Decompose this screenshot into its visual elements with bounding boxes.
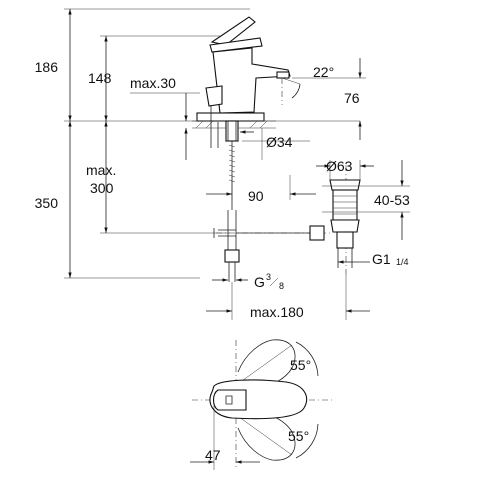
dim-g-num: 3 bbox=[266, 272, 271, 282]
dim-g1-fraction: 1/4 bbox=[396, 257, 409, 267]
dim-148-label: 148 bbox=[88, 70, 112, 86]
dim-4053-label: 40-53 bbox=[374, 192, 410, 208]
dim-d34-label: Ø34 bbox=[266, 134, 293, 150]
faucet-top-view bbox=[192, 339, 332, 470]
dim-max180-label: max.180 bbox=[250, 304, 304, 320]
dim-55b-label: 55° bbox=[288, 428, 309, 444]
pop-up-waste bbox=[213, 165, 410, 275]
dim-max-label: max. bbox=[86, 162, 116, 178]
dim-350-label: 350 bbox=[35, 195, 59, 211]
dim-22-label: 22° bbox=[313, 64, 334, 80]
dim-186-label: 186 bbox=[35, 59, 59, 75]
dim-g1-label: G1 bbox=[372, 251, 391, 267]
dim-76-label: 76 bbox=[344, 90, 360, 106]
dim-g-label: G bbox=[254, 274, 265, 290]
dim-47-label: 47 bbox=[205, 447, 221, 463]
dim-max30-label: max.30 bbox=[130, 75, 176, 91]
dim-300-label: 300 bbox=[90, 180, 114, 196]
dim-g-den: 8 bbox=[279, 281, 284, 291]
dim-90-label: 90 bbox=[248, 188, 264, 204]
dim-55a-label: 55° bbox=[290, 357, 311, 373]
dim-d63-label: Ø63 bbox=[326, 158, 353, 174]
